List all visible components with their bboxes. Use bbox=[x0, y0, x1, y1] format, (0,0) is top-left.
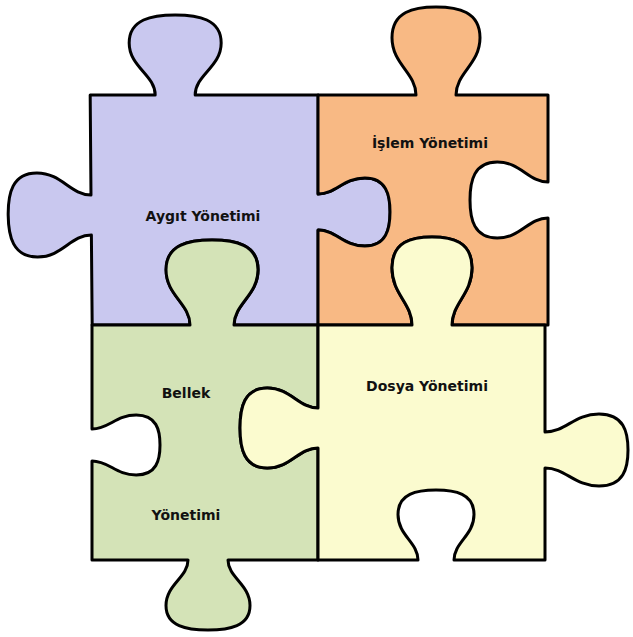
puzzle-outline bbox=[236, 233, 632, 564]
puzzle-shape bbox=[240, 237, 628, 560]
piece-label: Dosya Yönetimi bbox=[366, 377, 488, 395]
puzzle-piece: Dosya Yönetimi bbox=[236, 233, 632, 564]
piece-label: Bellek Yönetimi bbox=[152, 332, 221, 576]
piece-label: İşlem Yönetimi bbox=[372, 134, 488, 152]
piece-label: Aygıt Yönetimi bbox=[146, 207, 261, 225]
